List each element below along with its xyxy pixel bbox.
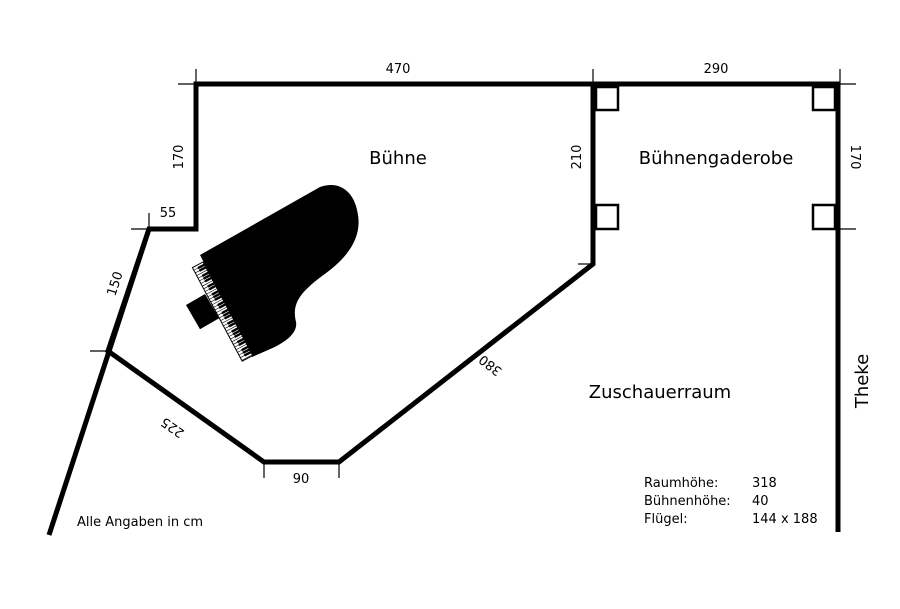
dim-left-wall: 170 <box>172 145 187 170</box>
dim-diagonal-bottom-left: 225 <box>159 414 188 441</box>
wardrobe-box-icon <box>594 203 620 231</box>
dim-divider: 210 <box>570 145 585 170</box>
dimension-ticks <box>90 69 856 478</box>
info-value: 144 x 188 <box>752 512 818 527</box>
piano-stool-icon <box>186 294 220 330</box>
dim-right-wall: 170 <box>847 145 862 170</box>
wardrobe-box-icon <box>811 203 837 231</box>
stage-outline <box>105 81 596 465</box>
info-label: Raumhöhe: <box>644 476 718 491</box>
stage-label: Bühne <box>369 148 427 169</box>
bar-label: Theke <box>852 354 873 409</box>
backstage-label: Bühnengaderobe <box>639 148 794 169</box>
info-label: Flügel: <box>644 512 688 527</box>
dim-step: 55 <box>160 206 177 221</box>
dim-bottom: 90 <box>293 472 310 487</box>
audience-label: Zuschauerraum <box>589 382 731 403</box>
wardrobe-box-icon <box>811 85 837 112</box>
wardrobe-boxes <box>594 85 837 231</box>
dim-top-left: 470 <box>386 62 411 77</box>
wardrobe-box-icon <box>594 85 620 112</box>
info-table: Raumhöhe: 318 Bühnenhöhe: 40 Flügel: 144… <box>644 476 818 527</box>
left-diagonal-wall <box>46 228 152 536</box>
info-value: 40 <box>752 494 769 509</box>
dim-diagonal-left: 150 <box>105 270 127 298</box>
dim-top-right: 290 <box>704 62 729 77</box>
units-note: Alle Angaben in cm <box>77 515 203 530</box>
info-label: Bühnenhöhe: <box>644 494 731 509</box>
info-value: 318 <box>752 476 777 491</box>
grand-piano-icon <box>191 185 359 362</box>
dim-diagonal-right: 380 <box>476 351 505 378</box>
